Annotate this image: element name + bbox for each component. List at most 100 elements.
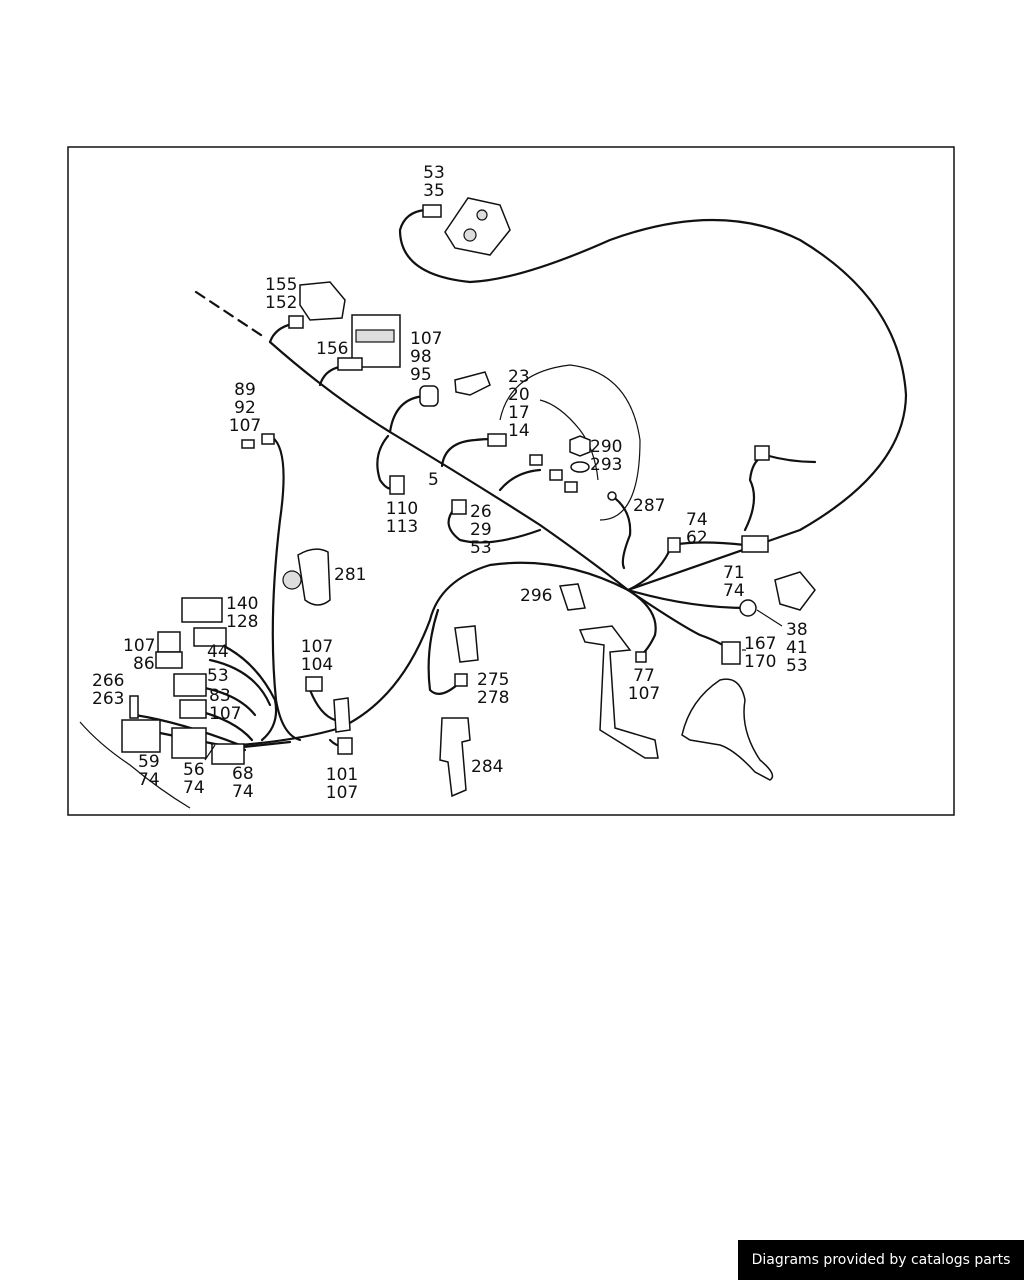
steering-outline: [499, 364, 641, 521]
callout-l5-line-1: 20: [508, 385, 530, 405]
bracket-101: [333, 697, 351, 733]
callout-l31-line-0: 56: [183, 760, 205, 780]
callout-l26-line-0: 83: [209, 686, 231, 706]
module-275: [454, 625, 479, 663]
callout-l20-line-0: 86: [133, 654, 155, 674]
connector-266: [129, 695, 139, 719]
callout-l30-line-1: 74: [138, 770, 160, 790]
callout-l11-line-2: 53: [470, 538, 492, 558]
callout-l23-line-0: 107: [301, 637, 333, 657]
callout-l2-line-1: 152: [265, 293, 297, 313]
connector-167: [721, 641, 741, 665]
callout-l16-line-0: 296: [520, 586, 552, 606]
connector-17: [529, 454, 543, 466]
bracket-284: [439, 717, 471, 798]
harness-wires: [133, 208, 908, 752]
callout-l31-line-1: 74: [183, 778, 205, 798]
callout-l14-line-0: 281: [334, 565, 366, 585]
connector-101: [337, 737, 353, 755]
connector-44: [193, 627, 227, 647]
callout-l5-line-2: 17: [508, 403, 530, 423]
bolt-287: [607, 491, 617, 501]
connector-86: [155, 651, 183, 669]
callout-l23-line-1: 104: [301, 655, 333, 675]
callout-l5-line-0: 23: [508, 367, 530, 387]
callout-leaders: [204, 609, 783, 761]
callout-l32-line-0: 68: [232, 764, 254, 784]
connector-20b: [564, 481, 578, 493]
sensor-71: [774, 571, 816, 611]
callout-l28-line-0: 275: [477, 670, 509, 690]
connector-14: [487, 433, 507, 447]
callout-l34-line-0: 284: [471, 757, 503, 777]
callout-l10-line-0: 110: [386, 499, 418, 519]
connector-20: [549, 469, 563, 481]
callout-l13-line-0: 74: [686, 510, 708, 530]
callout-l28-line-1: 278: [477, 688, 509, 708]
connector-275: [454, 673, 468, 687]
connector-26: [451, 499, 467, 515]
connector-104: [305, 676, 323, 692]
connector-77: [635, 651, 647, 663]
callout-l11-line-0: 26: [470, 502, 492, 522]
pedal-assembly: [681, 678, 774, 781]
washer-293: [570, 461, 590, 473]
relay-107: [157, 631, 181, 653]
diagram-frame: [67, 146, 955, 816]
callout-l33-line-1: 107: [326, 783, 358, 803]
dome-light-module: [422, 197, 511, 256]
callout-l21-line-0: 44: [207, 642, 229, 662]
bracket-281-plug: [282, 570, 302, 590]
sensor-lead: [743, 453, 817, 532]
connector-74: [741, 535, 769, 553]
pedal-arm: [578, 625, 659, 759]
callout-l30-line-0: 59: [138, 752, 160, 772]
callout-l6-line-0: 290: [590, 437, 622, 457]
callout-l27-line-0: 107: [209, 704, 241, 724]
callout-l7-line-0: 293: [590, 455, 622, 475]
callout-l17-line-0: 140: [226, 594, 258, 614]
connector-110: [389, 475, 405, 495]
credit-banner: Diagrams provided by catalogs parts: [738, 1240, 1024, 1280]
callout-l25-line-1: 263: [92, 689, 124, 709]
callout-l33-line-0: 101: [326, 765, 358, 785]
connector-68: [211, 743, 245, 765]
callout-l4-line-0: 107: [410, 329, 442, 349]
callout-l32-line-1: 74: [232, 782, 254, 802]
callout-l18-line-0: 38: [786, 620, 808, 640]
control-unit-156: [337, 314, 401, 371]
callout-l18-line-2: 53: [786, 656, 808, 676]
components: [79, 197, 817, 809]
sensor-housing: [754, 445, 770, 461]
callout-l5-line-3: 14: [508, 421, 530, 441]
callout-l29-line-0: 77: [633, 666, 655, 686]
relay-140: [181, 597, 223, 623]
clip-296: [558, 583, 586, 611]
callout-l29-line-1: 107: [628, 684, 660, 704]
callout-l25-line-0: 266: [92, 671, 124, 691]
callout-l17-line-1: 128: [226, 612, 258, 632]
callout-l24-line-1: 170: [744, 652, 776, 672]
panel-edge: [79, 721, 191, 809]
callout-l10-line-1: 113: [386, 517, 418, 537]
callout-l11-line-1: 29: [470, 520, 492, 540]
callout-l9-line-0: 5: [428, 470, 439, 490]
nut-290: [569, 435, 591, 457]
connector-89: [261, 433, 275, 445]
callout-l19-line-0: 107: [123, 636, 155, 656]
callout-l13-line-1: 62: [686, 528, 708, 548]
callout-l4-line-1: 98: [410, 347, 432, 367]
callout-l12-line-0: 287: [633, 496, 665, 516]
connector-62: [667, 537, 681, 553]
connector-53: [173, 673, 207, 697]
connector-83: [179, 699, 207, 719]
callout-l8-line-2: 107: [229, 416, 261, 436]
sensor-38: [739, 599, 757, 617]
bracket-281: [297, 548, 331, 606]
switch-23: [454, 371, 491, 396]
callout-l1-line-0: 53: [423, 163, 445, 183]
callout-l4-line-2: 95: [410, 365, 432, 385]
callout-l15-line-0: 71: [723, 563, 745, 583]
